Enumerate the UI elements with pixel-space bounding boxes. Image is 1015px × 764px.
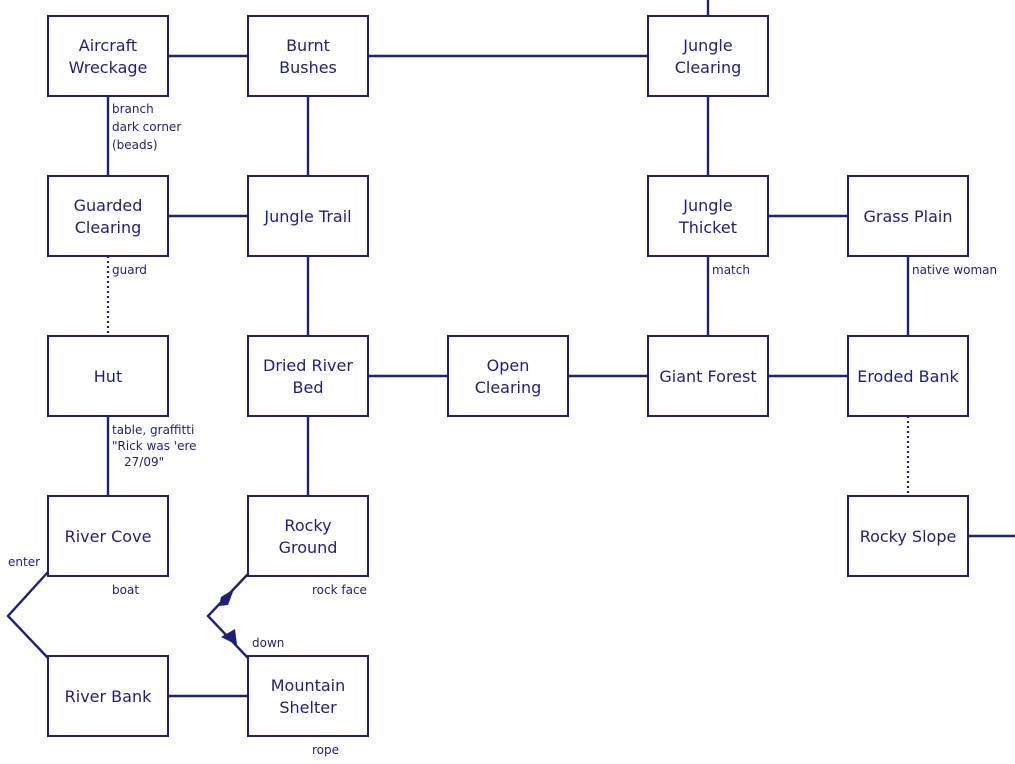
room-box bbox=[247, 175, 369, 257]
room-box bbox=[247, 15, 369, 97]
room-label: Shelter bbox=[279, 698, 337, 717]
room-box bbox=[647, 175, 769, 257]
annotation-text: boat bbox=[112, 583, 139, 597]
room-label: Jungle Trail bbox=[263, 207, 351, 226]
room-box bbox=[47, 655, 169, 737]
room-label: Guarded bbox=[74, 196, 143, 215]
connections bbox=[6, 0, 1015, 698]
room-box bbox=[247, 655, 369, 737]
room-label: Bed bbox=[293, 378, 324, 397]
room-label: Dried River bbox=[263, 356, 353, 375]
label-boat: boat bbox=[112, 583, 139, 597]
room-box bbox=[847, 495, 969, 577]
annotation-text: down bbox=[252, 636, 284, 650]
annotation-text: 27/09" bbox=[124, 455, 164, 469]
annotation-text: match bbox=[712, 263, 750, 277]
annotation-text: branch bbox=[112, 102, 154, 116]
room-grass-plain: Grass Plain bbox=[847, 175, 969, 257]
room-label: Jungle bbox=[682, 36, 732, 55]
rooms: AircraftWreckageBurntBushesJungleClearin… bbox=[47, 15, 969, 737]
room-box bbox=[47, 15, 169, 97]
room-label: Hut bbox=[94, 367, 122, 386]
arrow-up-right-icon bbox=[219, 589, 234, 606]
room-label: Grass Plain bbox=[863, 207, 952, 226]
annotation-text: table, graffitti bbox=[112, 423, 194, 437]
room-box bbox=[247, 335, 369, 417]
room-box bbox=[647, 335, 769, 417]
room-label: Rocky bbox=[284, 516, 331, 535]
room-label: Giant Forest bbox=[659, 367, 756, 386]
room-label: Rocky Slope bbox=[860, 527, 957, 546]
annotation-text: enter bbox=[8, 555, 40, 569]
room-label: Eroded Bank bbox=[857, 367, 959, 386]
room-label: Thicket bbox=[678, 218, 737, 237]
annotation-text: guard bbox=[112, 263, 147, 277]
room-rocky-slope: Rocky Slope bbox=[847, 495, 969, 577]
room-river-cove: River Cove bbox=[47, 495, 169, 577]
room-label: Aircraft bbox=[79, 36, 137, 55]
room-hut: Hut bbox=[47, 335, 169, 417]
room-box bbox=[847, 175, 969, 257]
label-down: down bbox=[252, 636, 284, 650]
label-hut-items: table, graffitti "Rick was 'ere 27/09" bbox=[112, 423, 197, 469]
room-label: Ground bbox=[279, 538, 338, 557]
label-guard: guard bbox=[112, 263, 147, 277]
annotation-text: rope bbox=[312, 743, 339, 757]
annotation-text: "Rick was 'ere bbox=[112, 439, 197, 453]
room-label: Bushes bbox=[279, 58, 337, 77]
room-giant-forest: Giant Forest bbox=[647, 335, 769, 417]
label-aircraft-items: branch dark corner (beads) bbox=[112, 102, 181, 152]
room-label: Clearing bbox=[75, 218, 142, 237]
room-box bbox=[247, 495, 369, 577]
room-label: Burnt bbox=[286, 36, 330, 55]
room-box bbox=[47, 495, 169, 577]
room-box bbox=[47, 335, 169, 417]
arrow-up-left-icon bbox=[221, 629, 237, 645]
room-label: River Bank bbox=[65, 687, 152, 706]
room-label: Clearing bbox=[675, 58, 742, 77]
room-label: Open bbox=[487, 356, 530, 375]
room-label: Wreckage bbox=[69, 58, 148, 77]
label-native-woman: native woman bbox=[912, 263, 997, 277]
room-box bbox=[47, 175, 169, 257]
annotation-text: dark corner bbox=[112, 120, 181, 134]
room-label: Clearing bbox=[475, 378, 542, 397]
link-mountain-shelter-rocky-ground bbox=[206, 573, 249, 659]
annotation-text: native woman bbox=[912, 263, 997, 277]
room-box bbox=[647, 15, 769, 97]
label-rock-face: rock face bbox=[312, 583, 367, 597]
room-eroded-bank: Eroded Bank bbox=[847, 335, 969, 417]
room-river-bank: River Bank bbox=[47, 655, 169, 737]
room-label: Mountain bbox=[271, 676, 346, 695]
annotation-text: (beads) bbox=[112, 138, 158, 152]
room-jungle-trail: Jungle Trail bbox=[247, 175, 369, 257]
label-rope: rope bbox=[312, 743, 339, 757]
room-box bbox=[847, 335, 969, 417]
link-river-cove-river-bank bbox=[6, 571, 49, 659]
room-box bbox=[447, 335, 569, 417]
room-label: River Cove bbox=[65, 527, 152, 546]
room-label: Jungle bbox=[682, 196, 732, 215]
label-enter: enter bbox=[8, 555, 40, 569]
annotations: branch dark corner (beads) guard table, graf… bbox=[8, 102, 997, 757]
label-match: match bbox=[712, 263, 750, 277]
annotation-text: rock face bbox=[312, 583, 367, 597]
